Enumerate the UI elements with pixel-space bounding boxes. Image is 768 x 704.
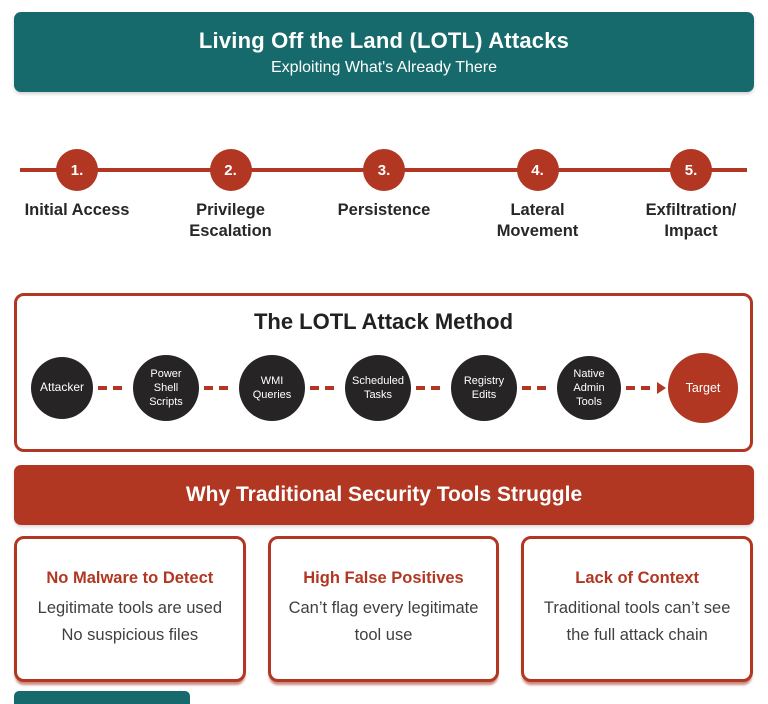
method-node-registry-edits: Registry Edits xyxy=(451,355,517,421)
step-label: Exfiltration/ Impact xyxy=(645,201,737,240)
reason-card-lack-of-context: Lack of Context Traditional tools can’t … xyxy=(521,536,754,682)
step-label: Persistence xyxy=(337,201,431,219)
method-node-attacker: Attacker xyxy=(31,357,93,419)
footer-section-strip xyxy=(14,691,190,704)
method-node-powershell-scripts: Power Shell Scripts xyxy=(133,355,199,421)
flow-connector xyxy=(98,386,128,390)
method-node-native-admin-tools: Native Admin Tools xyxy=(557,356,621,420)
card-body: Traditional tools can’t see the full att… xyxy=(543,599,731,644)
reason-cards: No Malware to Detect Legitimate tools ar… xyxy=(14,536,754,682)
step-number-badge: 2. xyxy=(209,149,252,191)
struggle-banner: Why Traditional Security Tools Struggle xyxy=(14,465,754,525)
flow-arrow-connector xyxy=(626,382,666,394)
step-label: Lateral Movement xyxy=(496,201,579,240)
timeline-step-initial-access: 1. Initial Access xyxy=(11,149,143,242)
card-body: Legitimate tools are used No suspicious … xyxy=(37,599,223,644)
page-title: Living Off the Land (LOTL) Attacks xyxy=(198,27,570,53)
method-node-scheduled-tasks: Scheduled Tasks xyxy=(345,355,411,421)
method-node-wmi-queries: WMI Queries xyxy=(239,355,305,421)
timeline-step-lateral-movement: 4. Lateral Movement xyxy=(472,149,604,242)
flow-connector xyxy=(416,386,446,390)
reason-card-false-positives: High False Positives Can’t flag every le… xyxy=(267,536,500,682)
step-number-badge: 3. xyxy=(363,149,405,191)
step-number-badge: 1. xyxy=(56,149,98,191)
attack-timeline: 1. Initial Access 2. Privilege Escalatio… xyxy=(0,149,768,254)
timeline-steps: 1. Initial Access 2. Privilege Escalatio… xyxy=(0,149,768,242)
timeline-step-privilege-escalation: 2. Privilege Escalation xyxy=(165,149,297,242)
method-node-target: Target xyxy=(668,353,738,423)
flow-connector xyxy=(522,386,552,390)
timeline-step-persistence: 3. Persistence xyxy=(318,149,450,242)
card-heading: Lack of Context xyxy=(575,569,700,588)
header-banner: Living Off the Land (LOTL) Attacks Explo… xyxy=(14,12,754,92)
struggle-banner-title: Why Traditional Security Tools Struggle xyxy=(185,483,583,506)
method-panel: The LOTL Attack Method Attacker Power Sh… xyxy=(14,293,753,452)
flow-connector xyxy=(310,386,340,390)
card-body: Can’t flag every legitimate tool use xyxy=(288,599,479,644)
step-number-badge: 5. xyxy=(670,149,712,191)
card-heading: High False Positives xyxy=(303,569,464,588)
card-heading: No Malware to Detect xyxy=(46,569,214,588)
timeline-step-exfiltration-impact: 5. Exfiltration/ Impact xyxy=(625,149,757,242)
reason-card-no-malware: No Malware to Detect Legitimate tools ar… xyxy=(14,536,246,682)
method-flow: Attacker Power Shell Scripts WMI Queries… xyxy=(17,335,750,449)
step-label: Privilege Escalation xyxy=(189,201,272,240)
step-label: Initial Access xyxy=(24,201,130,219)
flow-connector xyxy=(204,386,234,390)
page-subtitle: Exploiting What's Already There xyxy=(271,58,497,76)
method-title: The LOTL Attack Method xyxy=(253,309,514,334)
step-number-badge: 4. xyxy=(516,149,559,191)
